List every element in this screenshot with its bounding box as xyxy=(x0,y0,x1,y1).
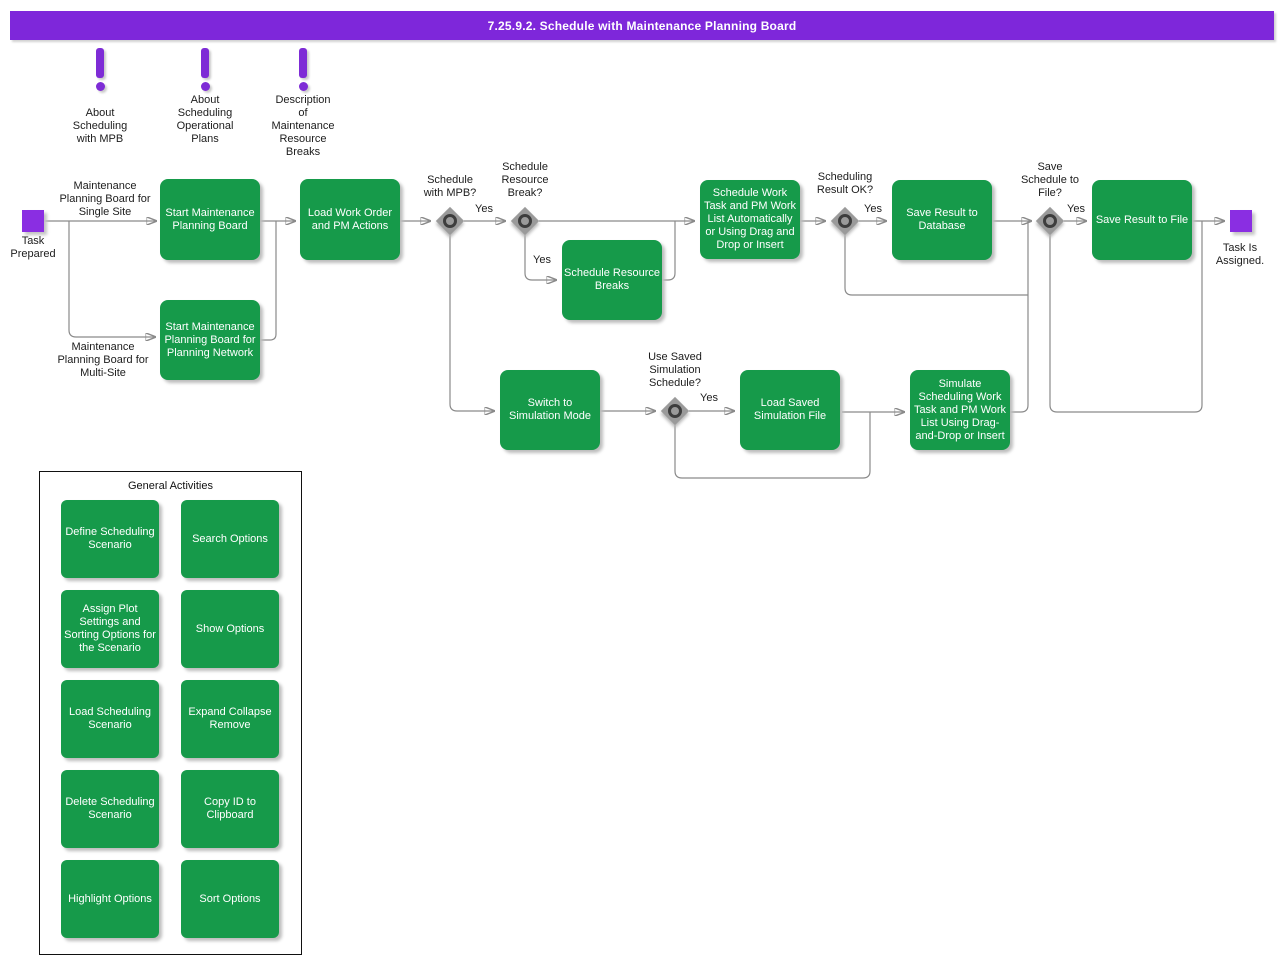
activity-save-result-to-file[interactable]: Save Result to File xyxy=(1092,180,1192,260)
edge-label-yes: Yes xyxy=(1067,203,1085,215)
edge-label-yes: Yes xyxy=(700,392,718,404)
decision-schedule-with-mpb xyxy=(435,206,465,236)
activity-start-maintenance-planning-board[interactable]: Start Maintenance Planning Board xyxy=(160,179,260,260)
exclamation-dot xyxy=(299,82,308,91)
exclamation-icon[interactable] xyxy=(296,48,310,92)
decision-label-scheduling-result-ok: Scheduling Result OK? xyxy=(816,171,874,196)
note-label-about-operational-plans: About Scheduling Operational Plans xyxy=(176,94,234,145)
activity-schedule-resource-breaks[interactable]: Schedule Resource Breaks xyxy=(562,240,662,320)
end-label: Task Is Assigned. xyxy=(1215,242,1265,267)
exclamation-dot xyxy=(96,82,105,91)
decision-circle-icon xyxy=(1043,214,1057,228)
activity-schedule-work-task[interactable]: Schedule Work Task and PM Work List Auto… xyxy=(700,180,800,259)
button-sort-options[interactable]: Sort Options xyxy=(181,860,279,938)
button-search-options[interactable]: Search Options xyxy=(181,500,279,578)
exclamation-bar xyxy=(96,48,104,78)
button-load-scheduling-scenario[interactable]: Load Scheduling Scenario xyxy=(61,680,159,758)
general-activities-title: General Activities xyxy=(128,480,213,492)
decision-label-use-saved-simulation: Use Saved Simulation Schedule? xyxy=(648,351,702,389)
activity-simulate-scheduling[interactable]: Simulate Scheduling Work Task and PM Wor… xyxy=(910,370,1010,450)
end-marker xyxy=(1230,210,1252,232)
decision-circle-icon xyxy=(668,404,682,418)
button-delete-scheduling-scenario[interactable]: Delete Scheduling Scenario xyxy=(61,770,159,848)
general-activities-grid: Define Scheduling Scenario Search Option… xyxy=(61,500,279,938)
note-label-resource-breaks: Description of Maintenance Resource Brea… xyxy=(271,94,335,158)
note-label-about-scheduling-mpb: About Scheduling with MPB xyxy=(72,107,128,145)
branch-label-multi-site: Maintenance Planning Board for Multi-Sit… xyxy=(57,341,149,379)
start-label: Task Prepared xyxy=(10,235,56,260)
decision-use-saved-simulation xyxy=(660,396,690,426)
activity-switch-to-simulation-mode[interactable]: Switch to Simulation Mode xyxy=(500,370,600,450)
edge-label-yes: Yes xyxy=(864,203,882,215)
activity-save-result-to-database[interactable]: Save Result to Database xyxy=(892,180,992,260)
button-highlight-options[interactable]: Highlight Options xyxy=(61,860,159,938)
decision-label-schedule-resource-break: Schedule Resource Break? xyxy=(501,161,549,199)
exclamation-dot xyxy=(201,82,210,91)
start-marker xyxy=(22,210,44,232)
decision-circle-icon xyxy=(838,214,852,228)
button-copy-id-to-clipboard[interactable]: Copy ID to Clipboard xyxy=(181,770,279,848)
button-show-options[interactable]: Show Options xyxy=(181,590,279,668)
decision-schedule-resource-break xyxy=(510,206,540,236)
activity-start-mpb-planning-network[interactable]: Start Maintenance Planning Board for Pla… xyxy=(160,300,260,380)
exclamation-bar xyxy=(201,48,209,78)
exclamation-icon[interactable] xyxy=(93,48,107,92)
activity-load-saved-simulation-file[interactable]: Load Saved Simulation File xyxy=(740,370,840,450)
page-title: 7.25.9.2. Schedule with Maintenance Plan… xyxy=(10,11,1274,40)
decision-label-save-schedule-to-file: Save Schedule to File? xyxy=(1020,161,1080,199)
exclamation-icon[interactable] xyxy=(198,48,212,92)
exclamation-bar xyxy=(299,48,307,78)
decision-circle-icon xyxy=(443,214,457,228)
button-assign-plot-settings[interactable]: Assign Plot Settings and Sorting Options… xyxy=(61,590,159,668)
decision-circle-icon xyxy=(518,214,532,228)
general-activities-panel: General Activities Define Scheduling Sce… xyxy=(39,471,302,955)
edge-label-yes: Yes xyxy=(475,203,493,215)
activity-load-work-order-pm-actions[interactable]: Load Work Order and PM Actions xyxy=(300,179,400,260)
decision-label-schedule-with-mpb: Schedule with MPB? xyxy=(423,174,477,199)
decision-scheduling-result-ok xyxy=(830,206,860,236)
edge-label-yes: Yes xyxy=(533,254,551,266)
button-expand-collapse-remove[interactable]: Expand Collapse Remove xyxy=(181,680,279,758)
decision-save-schedule-to-file xyxy=(1035,206,1065,236)
button-define-scheduling-scenario[interactable]: Define Scheduling Scenario xyxy=(61,500,159,578)
branch-label-single-site: Maintenance Planning Board for Single Si… xyxy=(59,180,151,218)
